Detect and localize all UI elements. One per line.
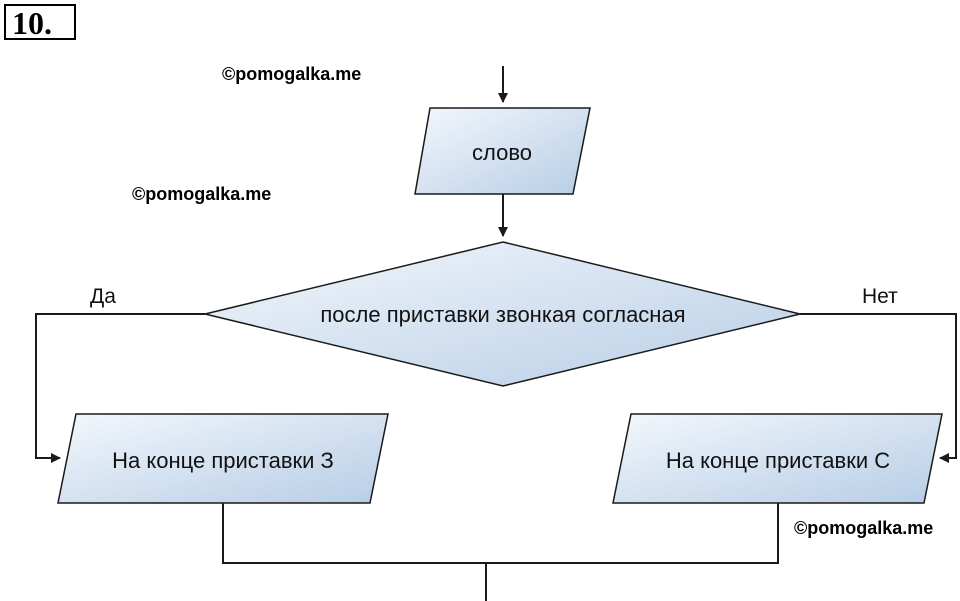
input-label: слово [472, 140, 532, 165]
no-branch-arrow [800, 313, 957, 463]
task-number: 10. [4, 4, 76, 40]
watermark-top: ©pomogalka.me [222, 64, 362, 84]
yes-output-shape [57, 413, 389, 504]
yes-label: Да [90, 285, 116, 308]
decision-label: после приставки звонкая согласная [320, 302, 685, 327]
no-label: Нет [862, 285, 898, 308]
merge-line [222, 503, 779, 564]
yes-output-label: На конце приставки З [112, 448, 334, 473]
watermark-bottom: ©pomogalka.me [794, 518, 934, 538]
no-output-shape [612, 413, 943, 504]
yes-branch-arrow [35, 313, 205, 463]
input-shape [414, 107, 591, 195]
no-output-label: На конце приставки С [666, 448, 890, 473]
watermark-middle: ©pomogalka.me [132, 184, 272, 204]
decision-shape [204, 241, 801, 387]
